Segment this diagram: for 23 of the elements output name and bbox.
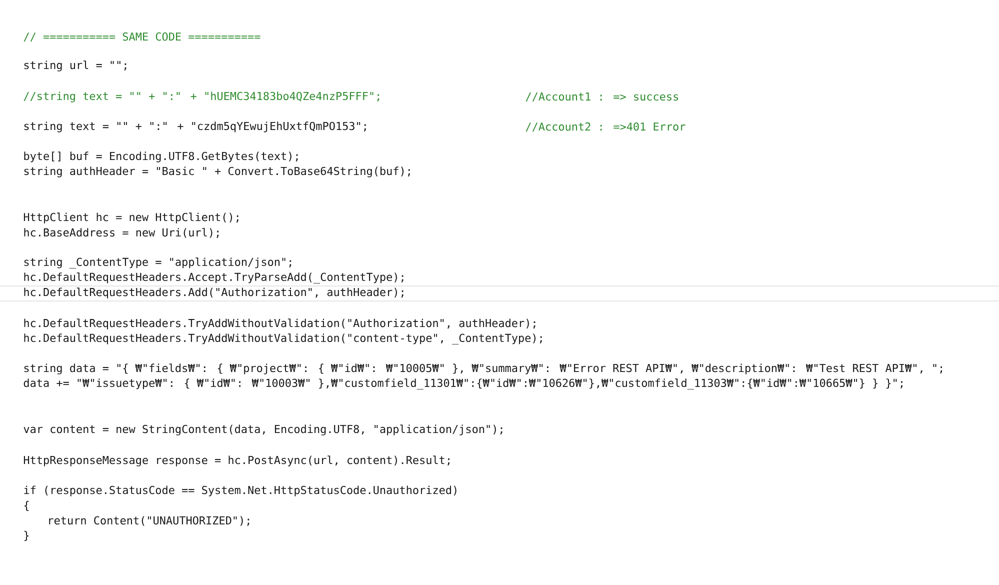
code-line: var content = new StringContent(data, Encoding.UTF8, "application/json"); [24,424,502,436]
code-comment: //string text = "" + ":" + "hUEMC34183bo4QZe4nzP5FFF"; [24,92,380,102]
code-line: string text = "" + ":" + "czdm5qYEwujEhUxtfQmPO153"; [24,122,366,132]
code-line: HttpClient hc = new HttpClient(); [24,212,238,224]
code-line: hc.DefaultRequestHeaders.Add("Authorization", authHeader); [24,288,404,298]
code-line: data += "₩"issuetype₩": { ₩"id₩": ₩"10003₩" },₩"customfield_11301₩":{₩"id₩":₩"10626₩"},₩"customfield_11303₩":{₩"id₩":₩"10665₩"} } }"; [24,378,902,390]
code-line: if (response.StatusCode == System.Net.HttpStatusCode.Unauthorized) [24,486,456,496]
code-line: string authHeader = "Basic " + Convert.ToBase64String(buf); [24,166,410,178]
code-comment: // =========== SAME CODE =========== [24,32,260,42]
code-line: return Content("UNAUTHORIZED"); [49,516,250,526]
code-line: hc.BaseAddress = new Uri(url); [24,228,219,238]
code-line: { [24,500,29,512]
code-line: hc.DefaultRequestHeaders.TryAddWithoutValidation("Authorization", authHeader); [24,318,536,330]
code-line: string data = "{ ₩"fields₩": { ₩"project₩": { ₩"id₩": ₩"10005₩" }, ₩"summary₩": ₩"Error REST API₩", ₩"description₩": ₩"Test REST API₩", "; [24,364,942,374]
code-comment: //Account2 : =>401 Error [526,122,686,132]
code-line: string _ContentType = "application/json"; [24,258,292,268]
code-line: string url = ""; [24,60,126,72]
code-line: HttpResponseMessage response = hc.PostAsync(url, content).Result; [24,456,450,466]
code-comment: //Account1 : => success [526,92,678,102]
code-line: byte[] buf = Encoding.UTF8.GetBytes(text); [24,152,298,162]
code-line: } [24,530,29,542]
code-line: hc.DefaultRequestHeaders.Accept.TryParseAdd(_ContentType); [24,272,404,284]
code-line: hc.DefaultRequestHeaders.TryAddWithoutValidation("content-type", _ContentType); [24,334,542,344]
